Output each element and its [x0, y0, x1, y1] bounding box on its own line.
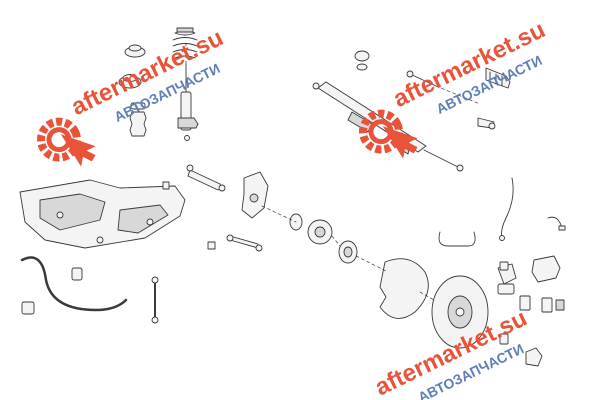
rack-mount[interactable] [354, 50, 370, 71]
abs-sensor[interactable] [499, 177, 514, 241]
bump-stop[interactable] [130, 102, 146, 110]
stabilizer-bushing[interactable] [21, 301, 35, 315]
subframe[interactable] [19, 179, 186, 249]
stabilizer-link[interactable] [151, 276, 159, 324]
watermark-2: aftermarket.su АВТОЗАПЧАСТИ [358, 16, 550, 159]
brake-pad[interactable] [519, 295, 531, 311]
dust-boot[interactable] [129, 111, 147, 137]
brake-hardware[interactable] [499, 261, 509, 271]
steering-knuckle[interactable] [241, 171, 269, 219]
subframe-bolt[interactable] [207, 241, 216, 250]
tie-rod-end[interactable] [477, 117, 496, 130]
wheel-bearing[interactable] [338, 240, 358, 264]
u-bolt[interactable] [438, 231, 476, 247]
subframe-bolt[interactable] [162, 181, 170, 190]
gear-logo-icon [358, 109, 418, 159]
brake-caliper[interactable] [531, 255, 561, 283]
axle-nut[interactable] [525, 347, 543, 367]
hub-cap[interactable] [499, 333, 509, 345]
inner-tie-rod[interactable] [406, 70, 437, 87]
strut-bearing[interactable] [118, 74, 142, 89]
upper-link-arm[interactable] [186, 164, 226, 192]
lower-link-arm[interactable] [226, 234, 263, 252]
wheel-hub[interactable] [307, 219, 333, 245]
brake-pad[interactable] [541, 297, 553, 313]
stabilizer-bar[interactable] [20, 256, 128, 312]
pad-wear-sensor[interactable] [547, 216, 566, 231]
pad-clip[interactable] [555, 299, 565, 311]
brake-disc[interactable] [431, 275, 489, 349]
assembly-guide-lines [185, 39, 481, 301]
rack-boot[interactable] [485, 67, 511, 89]
gear-logo-icon [36, 117, 96, 167]
stabilizer-bushing[interactable] [71, 267, 83, 281]
coil-spring[interactable] [172, 27, 198, 59]
strut-top-mount[interactable] [124, 44, 146, 58]
hardware-kit[interactable] [497, 283, 515, 295]
splash-shield[interactable] [379, 258, 429, 319]
shock-absorber[interactable] [177, 63, 199, 141]
